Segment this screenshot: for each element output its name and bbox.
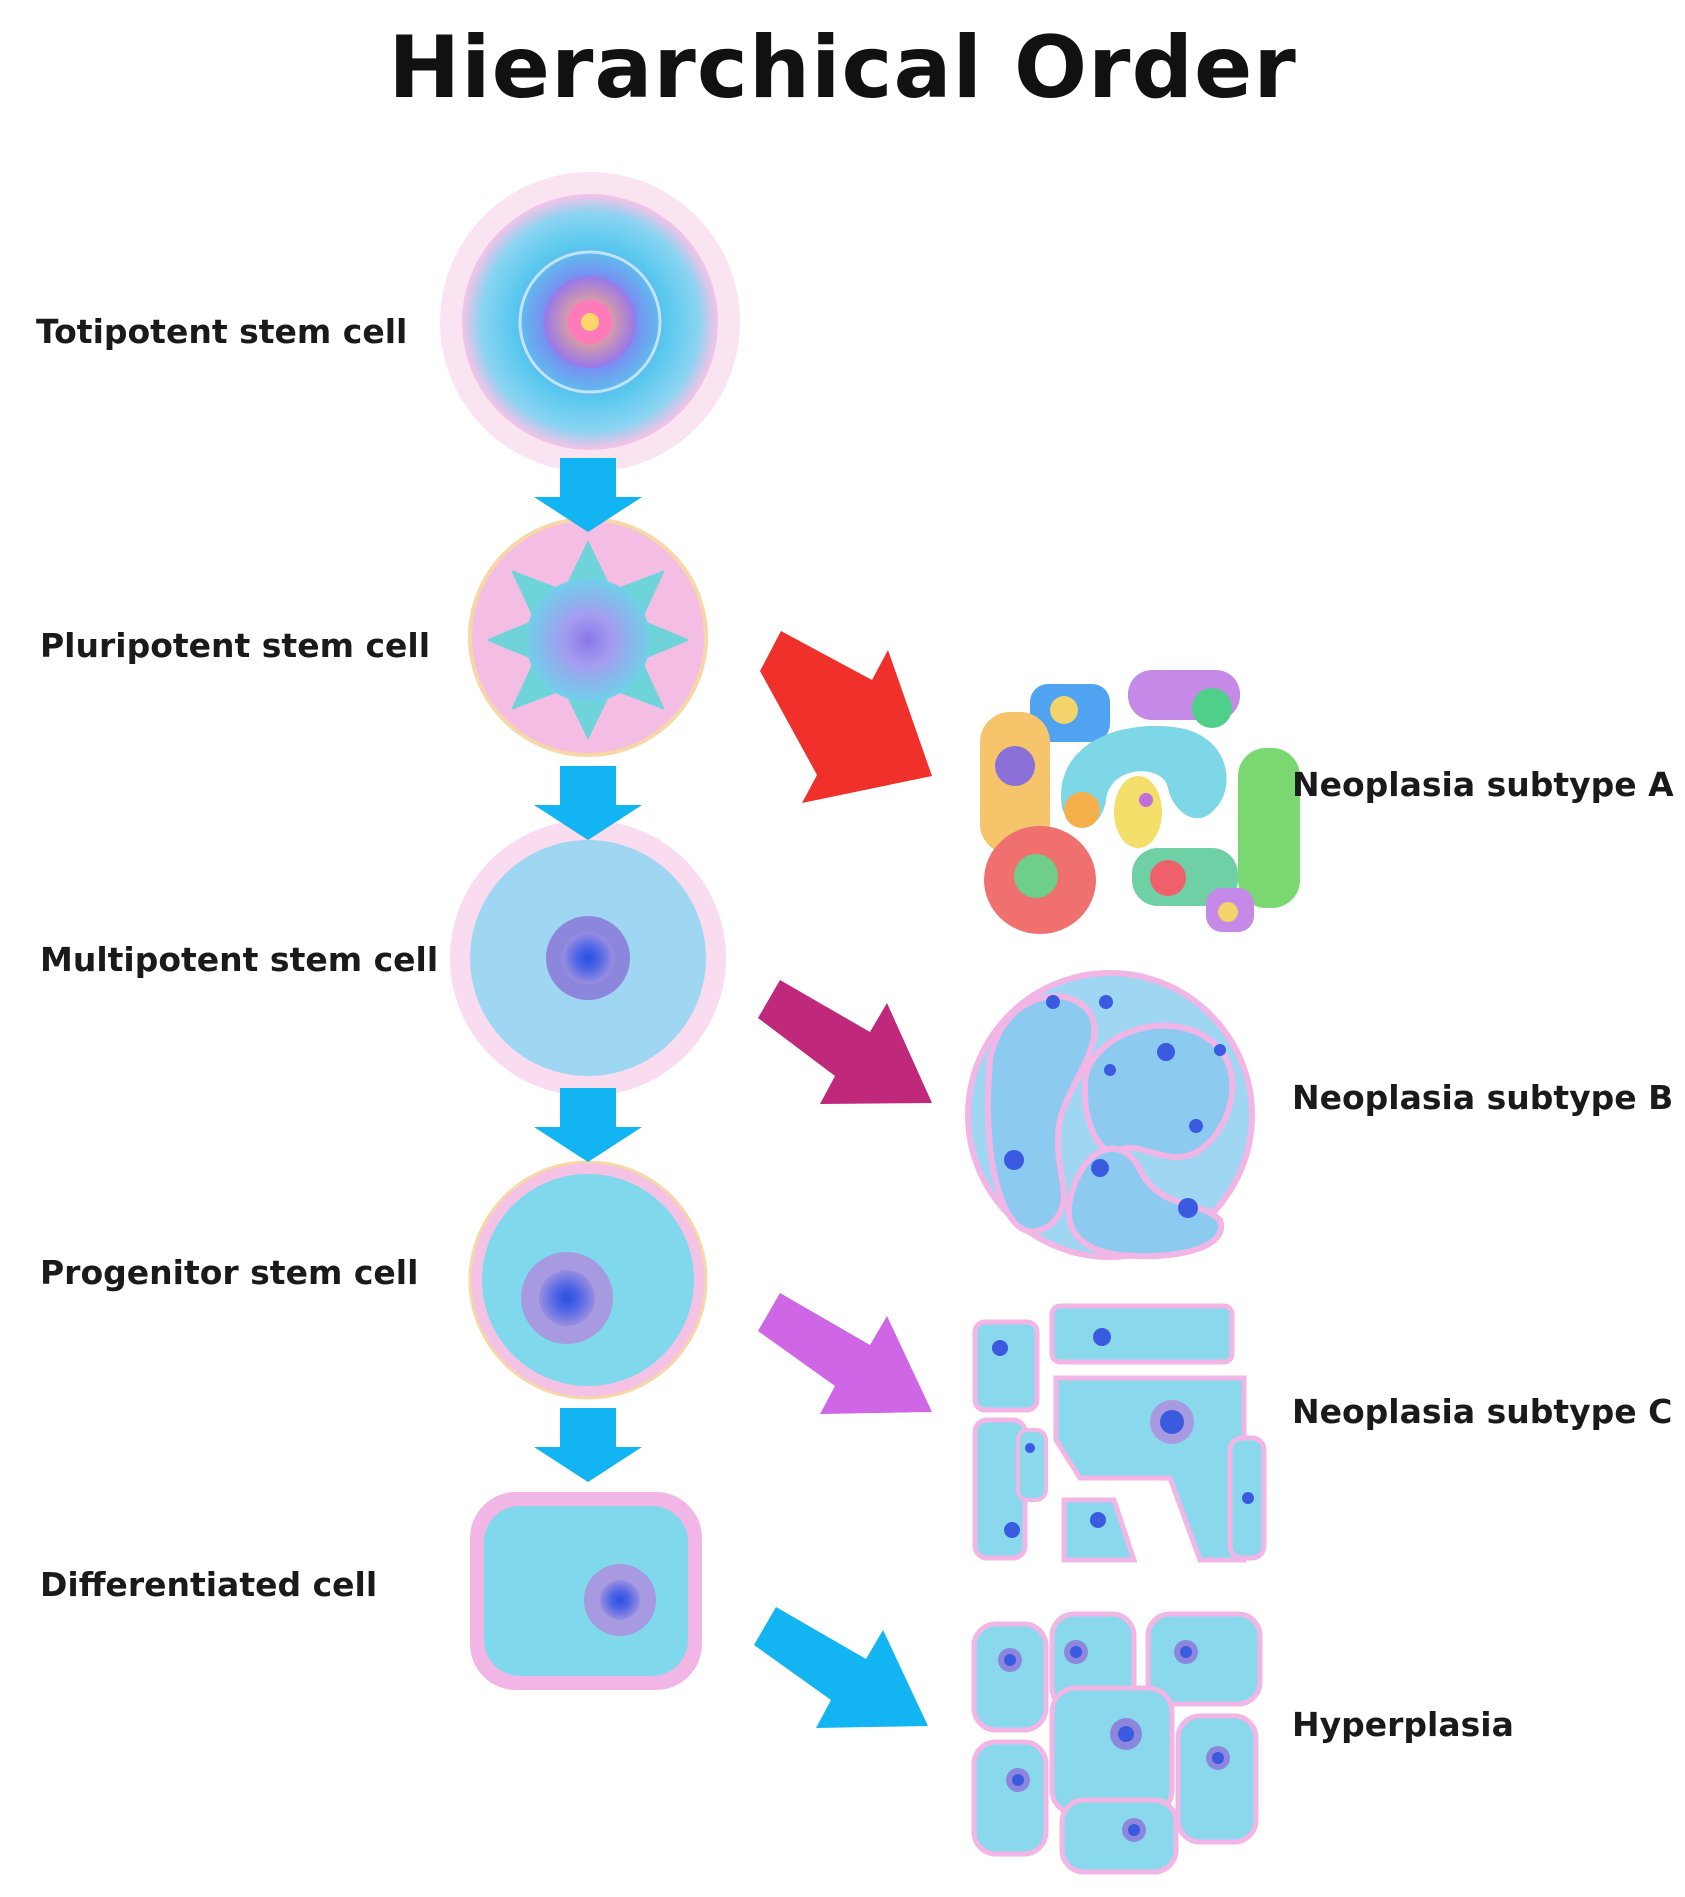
multipotent-stem-cell (450, 820, 726, 1096)
label-neoplasia-subtype-c: Neoplasia subtype C (1292, 1392, 1673, 1431)
diagram-title: Hierarchical Order (388, 18, 1297, 118)
down-arrow-1 (534, 458, 642, 532)
down-arrow-2 (534, 766, 642, 840)
label-totipotent: Totipotent stem cell (36, 312, 408, 351)
neoplasia-subtype-a-cluster (980, 670, 1300, 934)
differentiated-cell (470, 1492, 702, 1690)
pluripotent-stem-cell (468, 517, 708, 757)
label-multipotent: Multipotent stem cell (40, 940, 439, 979)
label-progenitor: Progenitor stem cell (40, 1253, 419, 1292)
arrow-to-neoplasia-subtype-a (760, 631, 932, 803)
arrow-to-neoplasia-subtype-c (758, 1293, 932, 1414)
label-differentiated: Differentiated cell (40, 1565, 378, 1604)
hyperplasia-cluster (971, 1611, 1263, 1875)
arrow-to-hyperplasia (754, 1607, 928, 1728)
down-arrow-3 (534, 1088, 642, 1162)
label-neoplasia-subtype-a: Neoplasia subtype A (1292, 765, 1674, 804)
arrow-to-neoplasia-subtype-b (758, 980, 932, 1104)
progenitor-stem-cell (468, 1160, 708, 1400)
totipotent-stem-cell (440, 172, 740, 472)
label-neoplasia-subtype-b: Neoplasia subtype B (1292, 1078, 1674, 1117)
label-hyperplasia: Hyperplasia (1292, 1705, 1514, 1744)
neoplasia-subtype-c-cluster (972, 1303, 1267, 1563)
label-pluripotent: Pluripotent stem cell (40, 626, 431, 665)
neoplasia-subtype-b-cluster (965, 970, 1255, 1260)
down-arrow-4 (534, 1408, 642, 1482)
